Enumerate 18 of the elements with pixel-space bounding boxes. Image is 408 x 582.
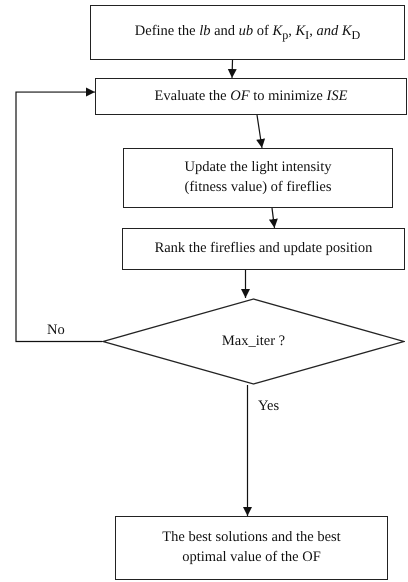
process-box xyxy=(115,516,388,580)
node-text: Define the lb and ub of K$_{p}$, K$_{I}$, and K$_{D}$ xyxy=(134,22,360,44)
node-text: Rank the fireflies and update position xyxy=(154,239,372,258)
arrow xyxy=(268,208,278,228)
decision-diamond xyxy=(102,298,405,385)
process-box xyxy=(90,5,405,60)
arrow xyxy=(15,88,102,342)
arrow xyxy=(256,114,266,148)
arrow xyxy=(243,385,252,516)
process-box xyxy=(122,228,405,270)
node-text: Evaluate the OF to minimize ISE xyxy=(154,86,348,106)
node-text: Update the light intensity (fitness value) of fireflies xyxy=(184,158,332,197)
node-text: Max_iter ? xyxy=(222,332,286,351)
node-text: The best solutions and the best optimal value of the OF xyxy=(161,528,342,567)
arrow xyxy=(241,270,250,298)
arrow xyxy=(228,60,237,78)
process-box xyxy=(95,78,407,115)
process-box xyxy=(123,148,393,208)
